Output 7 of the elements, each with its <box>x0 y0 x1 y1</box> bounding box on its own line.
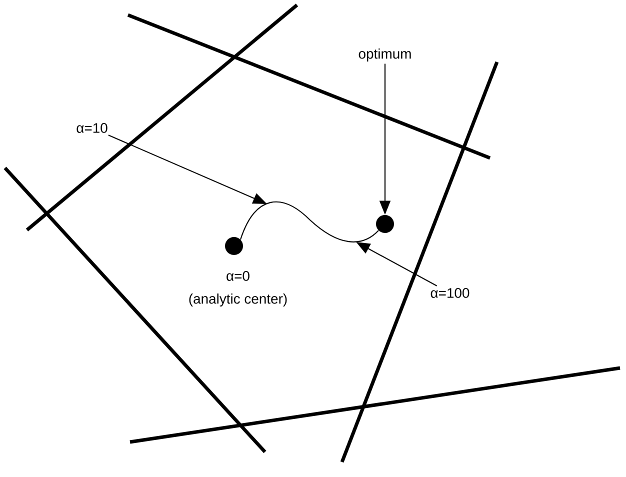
central-path-curve <box>240 201 379 242</box>
point-label: α=0 <box>226 271 250 281</box>
point-dot <box>225 237 243 255</box>
label-text: α=100 <box>430 288 470 298</box>
point-label: (analytic center) <box>189 294 287 306</box>
label-text: α=10 <box>76 123 108 133</box>
label-text: optimum <box>358 48 411 62</box>
